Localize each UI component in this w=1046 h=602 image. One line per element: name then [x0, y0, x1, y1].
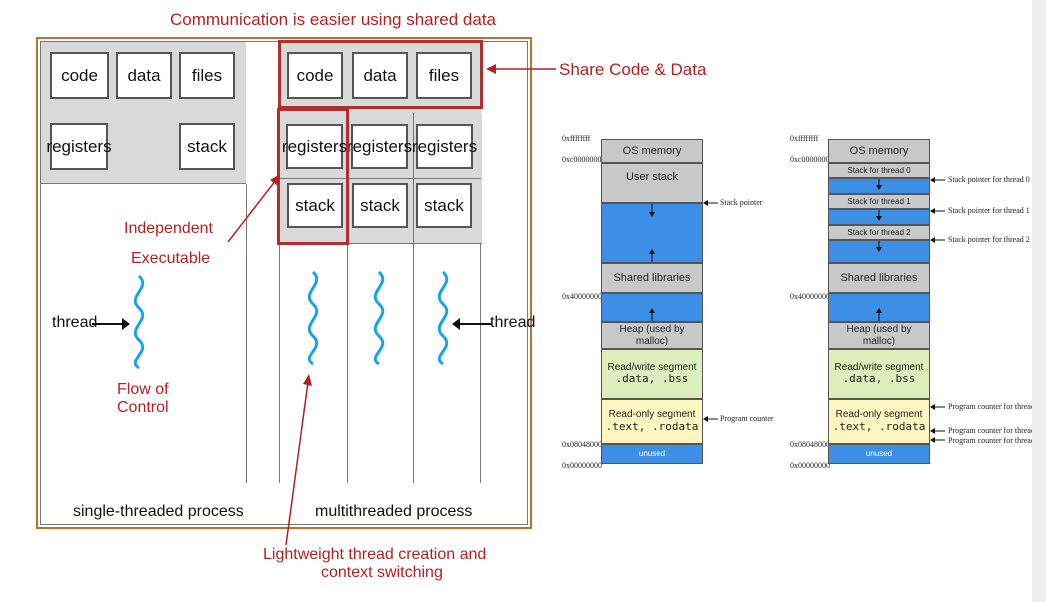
single-process-body [41, 184, 247, 483]
read-only-sections: .text, .rodata [605, 419, 699, 433]
multi-process-body [279, 243, 481, 483]
shared-libraries-segment-mt: Shared libraries [828, 263, 930, 293]
program-counter-thread-1-label: Program counter for thread 1 [948, 436, 1041, 445]
single-files-box: files [179, 52, 235, 99]
user-stack-segment: User stack [601, 163, 703, 203]
heap-segment-mt: Heap (used by malloc) [828, 322, 930, 349]
read-only-label: Read-only segment [608, 409, 696, 421]
read-only-label-mt: Read-only segment [835, 409, 923, 421]
multi-registers-box-3: registers [412, 124, 477, 169]
user-stack-label: User stack [626, 171, 678, 183]
multi-thread-label: thread [490, 314, 536, 331]
single-thread-label: thread [52, 314, 98, 331]
shared-data-annotation: Communication is easier using shared dat… [170, 10, 497, 29]
independent-annotation: Independent [124, 220, 213, 237]
stack-pointer-label: Stack pointer [720, 198, 763, 207]
stack-thread-2-segment: Stack for thread 2 [828, 225, 930, 240]
multi-thread-arrow [452, 318, 492, 330]
unused-segment-mt: unused [828, 444, 930, 464]
read-only-segment-mt: Read-only segment .text, .rodata [828, 399, 930, 444]
multi-files-box: files [416, 52, 472, 99]
single-thread-squiggle-icon [133, 274, 145, 370]
heap-segment: Heap (used by malloc) [601, 322, 703, 349]
stack-pointer-thread-0-label: Stack pointer for thread 0 [948, 175, 1030, 184]
program-counter-label: Program counter [720, 414, 774, 423]
shared-libraries-segment: Shared libraries [601, 263, 703, 293]
single-stack-box: stack [179, 123, 235, 170]
multi-stack-box-3: stack [416, 183, 472, 228]
multi-thread-squiggle-icon-2 [373, 270, 385, 366]
program-counter-thread-2-label: Program counter for thread 2 [948, 402, 1041, 411]
os-memory-segment: OS memory [601, 139, 703, 163]
read-write-sections: .data, .bss [615, 372, 689, 386]
read-write-segment: Read/write segment .data, .bss [601, 349, 703, 399]
single-registers-box: registers [46, 123, 112, 170]
multi-row-divider [279, 178, 481, 179]
multi-process-caption: multithreaded process [315, 503, 473, 520]
share-code-data-annotation: Share Code & Data [559, 60, 707, 79]
program-counter-thread-0-label: Program counter for thread 0 [948, 426, 1041, 435]
flow-of-control-annotation-line1: Flow of [117, 381, 169, 398]
addr-08048000: 0x08048000 [562, 440, 602, 449]
multi-stack-box-2: stack [352, 183, 408, 228]
process-diagram-frame [36, 37, 532, 529]
slide-edge-band [1032, 0, 1046, 602]
addr-08048000-mt: 0x08048000 [790, 440, 830, 449]
multi-registers-box-2: registers [347, 124, 412, 169]
addr-c0000000-mt: 0xc0000000 [790, 155, 830, 164]
addr-00000000: 0x00000000 [562, 461, 602, 470]
lightweight-annotation-line1: Lightweight thread creation and [263, 546, 487, 563]
shared-code-data-highlight [278, 40, 483, 109]
executable-annotation: Executable [131, 250, 211, 267]
lightweight-annotation-line2: context switching [321, 564, 443, 581]
stack-pointer-thread-2-label: Stack pointer for thread 2 [948, 235, 1030, 244]
multi-data-box: data [352, 52, 408, 99]
single-code-box: code [50, 52, 109, 99]
flow-of-control-annotation-line2: Control [117, 399, 169, 416]
unused-segment: unused [601, 444, 703, 464]
free-space-lower-mt [828, 293, 930, 322]
single-data-box: data [116, 52, 172, 99]
multi-divider-2 [413, 113, 414, 483]
addr-00000000-mt: 0x00000000 [790, 461, 830, 470]
multi-divider-1 [347, 113, 348, 483]
read-only-sections-mt: .text, .rodata [832, 419, 926, 433]
addr-c0000000: 0xc0000000 [562, 155, 602, 164]
addr-40000000-mt: 0x40000000 [790, 292, 830, 301]
multi-thread-squiggle-icon-1 [307, 270, 319, 366]
multi-registers-box-1: registers [282, 124, 347, 169]
multi-stack-box-1: stack [287, 183, 343, 228]
single-process-caption: single-threaded process [73, 503, 244, 520]
read-write-label: Read/write segment [607, 361, 697, 373]
stack-thread-1-segment: Stack for thread 1 [828, 194, 930, 209]
stack-thread-0-segment: Stack for thread 0 [828, 163, 930, 178]
addr-ffffffff: 0xffffffff [562, 134, 591, 143]
os-memory-segment-mt: OS memory [828, 139, 930, 163]
multi-thread-squiggle-icon-3 [437, 270, 449, 366]
stack-pointer-thread-1-label: Stack pointer for thread 1 [948, 206, 1030, 215]
addr-40000000: 0x40000000 [562, 292, 602, 301]
read-write-sections-mt: .data, .bss [842, 372, 916, 386]
read-write-segment-mt: Read/write segment .data, .bss [828, 349, 930, 399]
addr-ffffffff-mt: 0xffffffff [790, 134, 819, 143]
multi-code-box: code [287, 52, 343, 99]
read-only-segment: Read-only segment .text, .rodata [601, 399, 703, 444]
single-thread-arrow [92, 318, 130, 330]
read-write-label-mt: Read/write segment [834, 361, 924, 373]
